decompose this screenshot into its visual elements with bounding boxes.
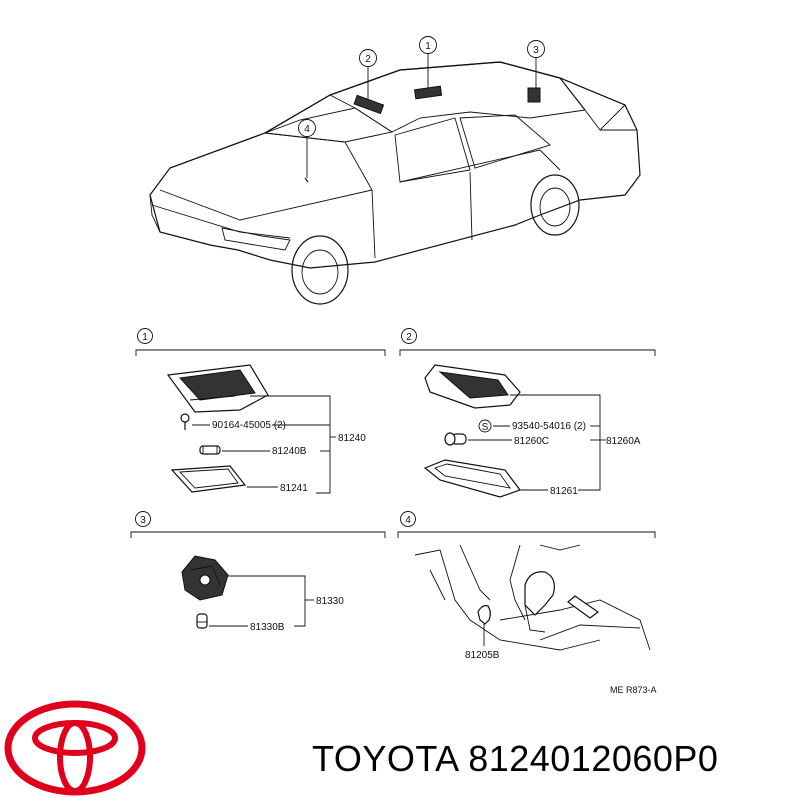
callout-3-label: 3	[533, 45, 539, 56]
panel-1-lens-number: 81241	[280, 483, 308, 494]
panel-4-lamp-number: 81205B	[465, 650, 500, 661]
panel-3-assembly-number: 81330	[316, 596, 344, 607]
drawing-code: ME R873-A	[610, 685, 657, 695]
panel-2-assembly-number: 81260A	[606, 436, 641, 447]
panel-3-number: 3	[140, 515, 146, 526]
panel-1-lens	[170, 465, 247, 493]
panel-2-lens-number: 81261	[550, 486, 578, 497]
panel-1-bulb	[199, 445, 221, 455]
panel-2-lens	[423, 459, 521, 498]
part-caption: TOYOTA 8124012060P0	[312, 738, 719, 779]
panel-3: 3 81330 81330B	[130, 511, 386, 633]
panel-1-assembly-number: 81240	[338, 433, 366, 444]
panel-3-lamp-assembly	[181, 555, 229, 601]
callout-2: 2	[359, 49, 377, 67]
panel-1: 1 90164-45005 (2) 8	[135, 328, 386, 494]
panel-2: 2 S 93540-54016 (2) 81260C 81260A 81261	[399, 328, 656, 498]
panel-2-lamp-housing	[424, 364, 521, 409]
panel-2-screw-number: 93540-54016 (2)	[512, 421, 586, 432]
panel-1-bolt-number: 90164-45005 (2)	[212, 420, 286, 431]
panel-1-bulb-number: 81240B	[272, 446, 307, 457]
panel-2-bulb-number: 81260C	[514, 436, 549, 447]
toyota-logo	[4, 700, 146, 796]
panel-4-interior-view	[414, 544, 651, 651]
panel-2-bulb	[444, 432, 467, 446]
panel-1-number: 1	[142, 332, 148, 343]
panel-4-number: 4	[405, 515, 411, 526]
panel-1-lamp-housing	[166, 364, 269, 413]
panel-2-screw-symbol: S	[482, 422, 489, 433]
callout-1: 1	[419, 36, 437, 54]
panel-4-lamp	[477, 605, 491, 625]
panel-1-bolt	[180, 413, 190, 430]
callout-1-label: 1	[425, 41, 431, 52]
callout-4-label: 4	[304, 124, 310, 135]
panel-3-bulb	[196, 613, 208, 629]
panel-2-number: 2	[406, 332, 412, 343]
car-illustration: 1 2 3 4	[149, 36, 641, 305]
callout-3: 3	[527, 40, 545, 58]
panel-3-bulb-number: 81330B	[250, 622, 285, 633]
callout-2-label: 2	[365, 54, 371, 65]
callout-4: 4	[298, 119, 316, 137]
panel-4: 4 81205B	[397, 511, 656, 661]
